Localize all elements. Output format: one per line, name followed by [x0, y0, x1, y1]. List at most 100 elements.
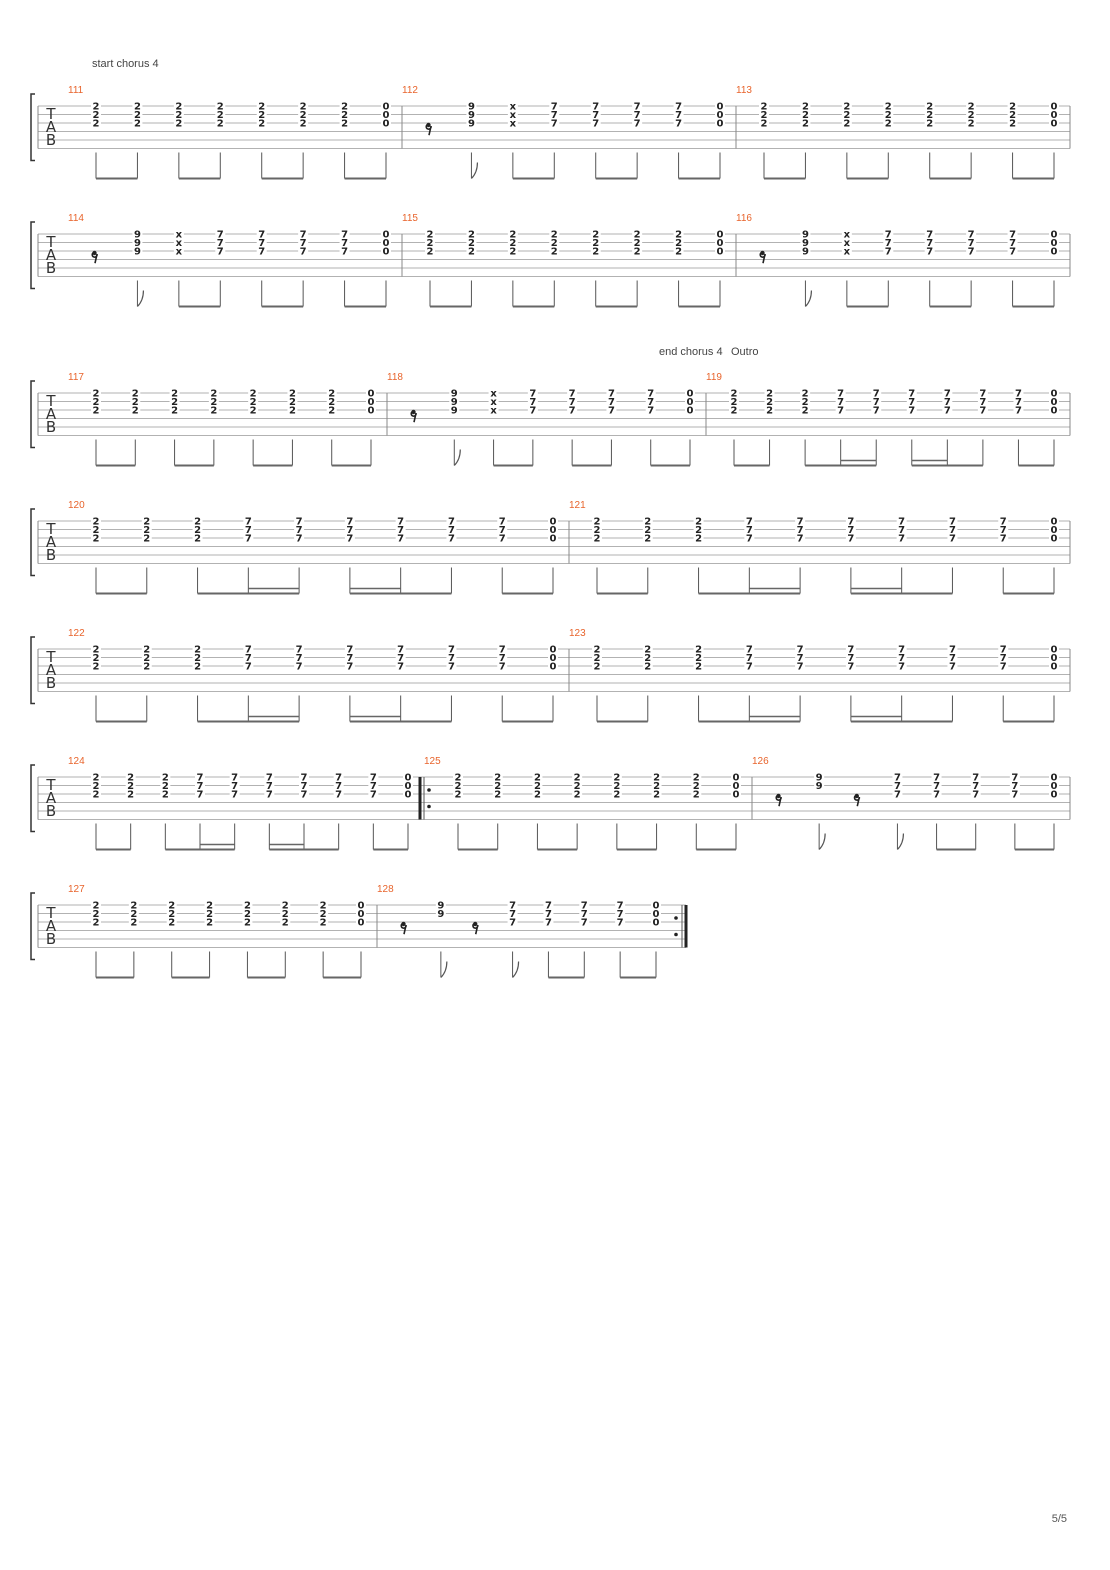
fret-mask [173, 101, 184, 111]
fret-number: 2 [143, 662, 150, 673]
fret-mask [549, 101, 560, 111]
fret-mask [527, 405, 538, 415]
fret-mask [729, 397, 739, 406]
fret-number: 2 [574, 790, 581, 801]
fret-number: 0 [383, 110, 390, 121]
fret-mask [243, 525, 254, 534]
fret-number: 2 [644, 662, 651, 673]
fret-number: 0 [550, 517, 557, 528]
fret-number: 0 [368, 397, 375, 408]
fret-number: 0 [383, 238, 390, 249]
fret-number: 7 [217, 238, 224, 249]
fret-number: 7 [529, 389, 536, 400]
fret-number: 7 [397, 517, 404, 528]
fret-mask [403, 789, 413, 799]
fret-mask [1009, 789, 1020, 799]
fret-number: 0 [405, 773, 412, 784]
fret-mask [693, 525, 704, 534]
fret-mask [906, 405, 917, 415]
fret-mask [841, 118, 852, 128]
fret-mask [264, 789, 275, 799]
fret-mask [532, 781, 543, 790]
fret-mask [381, 110, 391, 119]
fret-mask [841, 229, 852, 239]
fret-mask [215, 238, 226, 247]
fret-number: 9 [451, 406, 458, 417]
fret-mask [1007, 246, 1018, 256]
fret-mask [1049, 397, 1059, 406]
fret-mask [693, 516, 704, 526]
fret-mask [125, 789, 136, 799]
fret-number: 2 [594, 645, 601, 656]
fret-mask [229, 789, 240, 799]
fret-number: 7 [231, 773, 238, 784]
fret-mask [497, 533, 508, 543]
fret-number: 2 [634, 247, 641, 258]
fret-mask [590, 246, 601, 256]
fret-mask [800, 110, 811, 119]
fret-number: 0 [1051, 790, 1058, 801]
fret-mask [947, 533, 958, 543]
fret-number: 2 [250, 389, 257, 400]
fret-number: 2 [534, 781, 541, 792]
fret-number: 2 [644, 525, 651, 536]
fret-mask [673, 229, 684, 239]
fret-mask [1049, 229, 1059, 239]
fret-mask [590, 229, 601, 239]
fret-number: 2 [634, 230, 641, 241]
fret-number: 2 [93, 110, 100, 121]
fret-number: 0 [383, 119, 390, 130]
fret-mask [125, 772, 136, 782]
fret-mask [381, 101, 391, 111]
fret-number: 2 [194, 517, 201, 528]
fret-number: 2 [175, 102, 182, 113]
fret-number: 7 [1015, 397, 1022, 408]
fret-mask [998, 525, 1009, 534]
fret-number: 7 [847, 517, 854, 528]
fret-mask [966, 238, 977, 247]
fret-mask [326, 405, 337, 415]
fret-number: 0 [687, 389, 694, 400]
fret-number: 2 [731, 397, 738, 408]
rest-dot [760, 250, 765, 256]
fret-mask [243, 644, 254, 654]
fret-mask [871, 397, 882, 406]
fret-number: 7 [647, 389, 654, 400]
fret-mask [715, 101, 725, 111]
tab-clef-b: B [46, 418, 56, 436]
fret-number: 7 [551, 119, 558, 130]
fret-number: 7 [746, 645, 753, 656]
fret-mask [841, 246, 852, 256]
fret-mask [966, 110, 977, 119]
fret-mask [744, 525, 755, 534]
fret-number: 7 [1000, 662, 1007, 673]
fret-mask [91, 644, 101, 654]
fret-mask [611, 772, 622, 782]
fret-mask [130, 397, 141, 406]
fret-mask [764, 388, 775, 398]
dead-note: x [510, 119, 517, 130]
fret-number: 7 [569, 406, 576, 417]
fret-number: 2 [206, 909, 213, 920]
fret-mask [947, 653, 958, 662]
tab-clef-t: T [45, 776, 56, 794]
fret-number: 2 [130, 918, 137, 929]
fret-number: 9 [451, 389, 458, 400]
fret-mask [715, 118, 725, 128]
repeat-dot [674, 916, 678, 920]
fret-mask [896, 516, 907, 526]
fret-number: 7 [592, 119, 599, 130]
fret-mask [527, 397, 538, 406]
fret-number: 2 [494, 781, 501, 792]
fret-mask [169, 388, 180, 398]
fret-number: 2 [217, 102, 224, 113]
fret-mask [693, 653, 704, 662]
fret-mask [693, 661, 704, 671]
fret-mask [256, 118, 267, 128]
fret-mask [318, 917, 329, 927]
fret-mask [497, 525, 508, 534]
fret-number: 7 [245, 517, 252, 528]
fret-mask [280, 917, 291, 927]
fret-mask [841, 110, 852, 119]
fret-number: 2 [93, 534, 100, 545]
